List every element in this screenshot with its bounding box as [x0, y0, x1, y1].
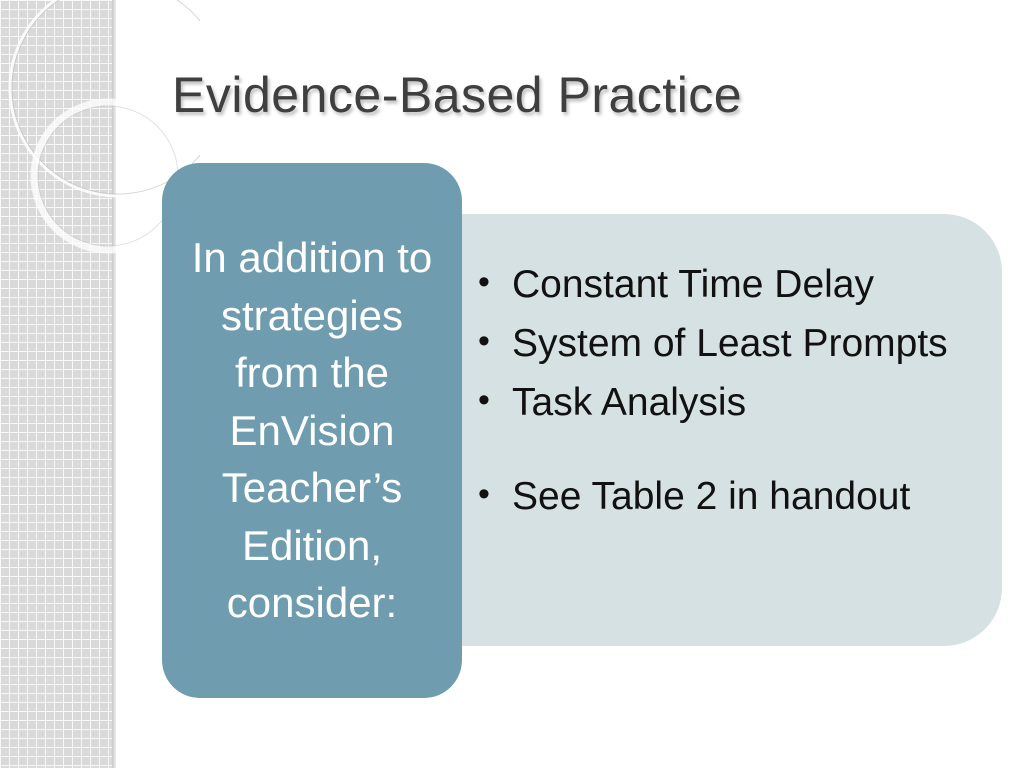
- side-divider: [112, 0, 116, 768]
- bullet-item: • See Table 2 in handout: [478, 474, 988, 521]
- bullet-item: • System of Least Prompts: [478, 321, 988, 368]
- bullet-item: • Task Analysis: [478, 380, 988, 427]
- bullet-panel-background: [360, 214, 1002, 646]
- bullet-item: • Constant Time Delay: [478, 262, 988, 309]
- slide-title: Evidence-Based Practice: [172, 67, 743, 123]
- bullet-text: Constant Time Delay: [512, 263, 874, 306]
- bullet-dot-icon: •: [478, 380, 490, 419]
- bullet-text: Task Analysis: [512, 380, 747, 424]
- bullet-dot-icon: •: [478, 263, 490, 301]
- bullet-text: See Table 2 in handout: [512, 475, 911, 519]
- bullet-dot-icon: •: [478, 321, 490, 360]
- bullet-dot-icon: •: [478, 475, 490, 514]
- bullet-text: System of Least Prompts: [512, 321, 948, 365]
- lead-text: In addition to strategies from the EnVis…: [191, 234, 433, 627]
- lead-box: In addition to strategies from the EnVis…: [162, 163, 462, 698]
- bullet-list: • Constant Time Delay • System of Least …: [478, 262, 988, 533]
